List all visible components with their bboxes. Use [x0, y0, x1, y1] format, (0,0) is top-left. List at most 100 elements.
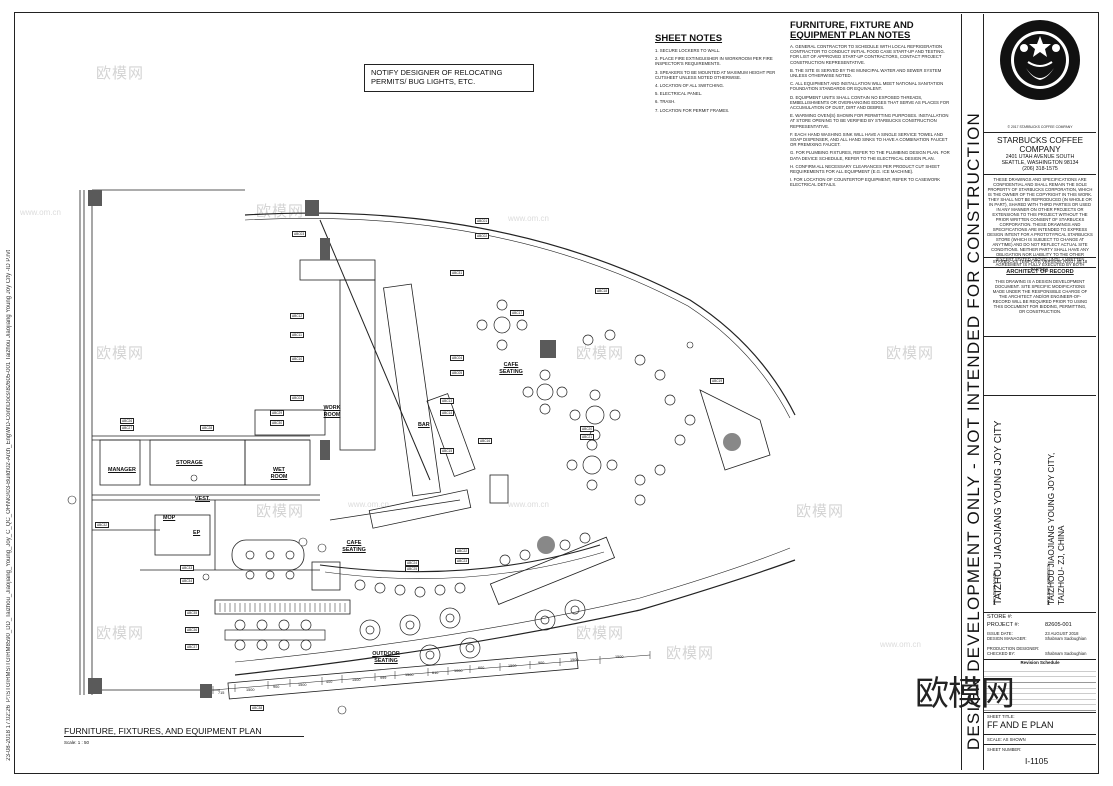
sheet-notes-title: SHEET NOTES: [655, 33, 723, 44]
ffe-note-item: I. FOR LOCATION OF COUNTERTOP EQUIPMENT,…: [790, 177, 941, 188]
bench-outdoor: [227, 652, 579, 700]
watermark-cn: 欧模网: [96, 65, 145, 82]
room-label-manager: MANAGER: [108, 467, 136, 473]
dimension-label: 610: [432, 671, 439, 675]
watermark-cn: 欧模网: [796, 503, 845, 520]
company-name-1: STARBUCKS COFFEE: [996, 135, 1084, 145]
watermark-url: www.om.cn: [348, 500, 389, 509]
room-label-storage: STORAGE: [176, 460, 203, 466]
ffe-notes-title-2: EQUIPMENT PLAN NOTES: [790, 30, 911, 41]
seating-curve-inner: [324, 551, 605, 579]
room-label-mop: MOP: [163, 515, 176, 521]
revision-schedule-title: Revision Schedule: [1020, 660, 1060, 665]
ffe-note-item: G. FOR PLUMBING FIXTURES, REFER TO THE P…: [790, 150, 950, 161]
watermark-cn: 欧模网: [256, 203, 305, 220]
watermark-cn-large: 欧模网: [915, 675, 1015, 713]
bar-counter-segment: [299, 259, 376, 281]
sheet-note-item: 6. TRASH.: [655, 99, 676, 105]
ffe-note-item: B. THE SITE IS SERVED BY THE MUNICIPAL W…: [790, 67, 942, 79]
ffe-note-item: D. EQUIPMENT UNITS SHALL CONTAIN NO EXPO…: [790, 94, 950, 111]
room-label-vest: VEST.: [195, 496, 210, 502]
dimension-label: 1500: [508, 664, 517, 668]
dimension-label: 1500: [615, 655, 624, 659]
callout-bubbles: [67, 341, 694, 715]
issue-date: 23 AUGUST 2018: [1045, 631, 1079, 636]
room-label-bar: BAR: [418, 422, 430, 428]
project-address-line2: TAIZHOU- ZJ, CHINA: [1057, 525, 1066, 605]
storefront-arc-inner: [244, 218, 791, 419]
scale-text: SCALE: AS SHOWN: [987, 737, 1026, 742]
dimension-label: 900: [273, 685, 280, 689]
room-label-wet-room: WET ROOM: [270, 467, 288, 480]
sheet-title: FF AND E PLAN: [987, 720, 1054, 730]
banner-column: [961, 14, 984, 770]
watermark-url: www.om.cn: [508, 214, 549, 223]
revision-table-grid: [984, 666, 1096, 711]
sheet-notes: SHEET NOTES 1. SECURE LOCKERS TO WALL. 2.…: [655, 33, 787, 116]
sheet-note-item: 5. ELECTRICAL PANEL.: [655, 91, 703, 97]
confidentiality-notice: THESE DRAWINGS AND SPECIFICATIONS ARE CO…: [987, 177, 1093, 272]
pastry-case: [368, 489, 472, 529]
ffe-note-item: C. ALL EQUIPMENT AND INSTALLATION WILL M…: [790, 81, 944, 92]
cafe-table-group: [224, 299, 696, 651]
dimension-string: [212, 651, 651, 694]
work-room-outline: [254, 409, 326, 436]
checked-by: Shabnam Sadoughian: [1045, 651, 1087, 656]
plan-title: FURNITURE, FIXTURES, AND EQUIPMENT PLAN: [64, 726, 304, 737]
bar-lower-wall: [329, 499, 461, 521]
grey-dot: [537, 536, 555, 554]
company-address-2: SEATTLE, WASHINGTON 98134: [1001, 160, 1079, 166]
dimension-label: 1500: [405, 673, 414, 677]
ffe-note-item: H. CONFIRM ALL NECESSARY CLEARANCES PER …: [790, 163, 940, 175]
company-block: STARBUCKS COFFEE COMPANY 2401 UTAH AVENU…: [986, 135, 1094, 173]
mop-room-outline: [154, 514, 211, 556]
plan-scale: Scale: 1 : 50: [64, 740, 90, 745]
watermark-cn: 欧模网: [96, 625, 145, 642]
issue-date-label: ISSUE DATE:: [987, 631, 1013, 636]
sheet-note-item: 2. PLACE FIRE EXTINGUISHER IN WORKROOM P…: [655, 56, 773, 67]
store-label: STORE #:: [987, 614, 1013, 620]
design-manager-label: DESIGN MANAGER:: [987, 636, 1027, 641]
seating-curve: [319, 544, 601, 573]
production-designer-label: PRODUCTION DESIGNER:: [987, 646, 1040, 651]
project-address-line1: TAIZHOU JIAOJIANG YOUNG JOY CITY,: [1047, 452, 1056, 605]
title-block-panel: [983, 14, 1098, 770]
starbucks-logo-icon: [1000, 20, 1080, 100]
bar-counter-segment: [383, 283, 441, 497]
dimension-label: 600: [478, 666, 485, 670]
outdoor-table-group: [359, 599, 586, 666]
room-label-outdoor-seating: OUTDOOR SEATING: [372, 651, 400, 664]
watermark-url: www.om.cn: [880, 640, 921, 649]
wet-room-outline: [244, 439, 311, 486]
ffe-note-item: F. EACH HAND WASHING SINK WILL HAVE A SI…: [790, 131, 948, 148]
floor-plan-drawing: [67, 189, 796, 715]
sheet-title-label: SHEET TITLE:: [987, 714, 1015, 719]
room-label-cafe-seating-top: CAFE SEATING: [499, 362, 523, 375]
ffe-note-item: A. GENERAL CONTRACTOR TO SCHEDULE WITH L…: [790, 44, 945, 65]
ffe-note-item: E. WARMING OVEN(S) SHOWN FOR PERMITTING …: [790, 113, 949, 129]
bench-curved: [489, 536, 616, 605]
watermark-url: www.om.cn: [20, 208, 61, 217]
project-label: PROJECT #:: [987, 622, 1020, 628]
structural-columns: [88, 190, 556, 698]
grey-dot: [723, 433, 741, 451]
right-wedge: [699, 389, 771, 471]
dimension-label: 1500: [246, 688, 255, 692]
sheet-note-item: 3. SPEAKERS TO BE MOUNTED AT MAXIMUM HEI…: [655, 69, 776, 80]
design-development-banner: DESIGN DEVELOPMENT ONLY - NOT INTENDED F…: [962, 14, 984, 770]
watermark-cn: 欧模网: [96, 345, 145, 362]
sheet-number: I-1105: [1025, 756, 1049, 766]
room-label-work-room: WORK ROOM: [323, 405, 341, 418]
dimension-label: 1000: [454, 669, 463, 673]
template-version: STARBUCKS TEMPLATE VERSION: R2017.05.18: [992, 259, 1088, 264]
storefront-arc-bottom-inner: [234, 547, 791, 663]
project-number: 82605-001: [1045, 622, 1072, 628]
dimension-label: 1500: [570, 658, 579, 662]
checked-by-label: CHECKED BY:: [987, 651, 1016, 656]
storefront-arc: [244, 212, 796, 416]
company-name-2: COMPANY: [1019, 144, 1061, 154]
company-phone: (206) 318-1575: [1022, 166, 1058, 172]
sheet-note-item: 1. SECURE LOCKERS TO WALL.: [655, 48, 721, 53]
ffe-notes-list: A. GENERAL CONTRACTOR TO SCHEDULE WITH L…: [790, 44, 950, 188]
project-address: TAIZHOU JIAOJIANG YOUNG JOY CITY, TAIZHO…: [1047, 405, 1067, 605]
